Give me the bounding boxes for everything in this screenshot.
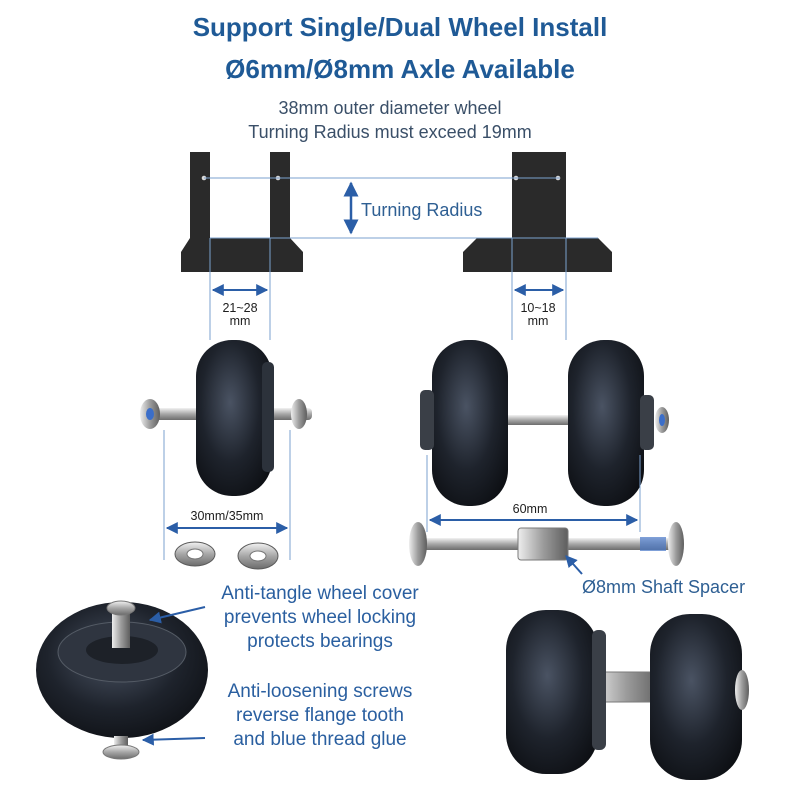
screw-callout: Anti-loosening screws reverse flange too… xyxy=(205,680,435,752)
dual-gap-value: 10~18 xyxy=(520,301,556,315)
single-wheel-assembly xyxy=(140,340,312,496)
page-subtitle-axle: Ø6mm/Ø8mm Axle Available xyxy=(225,54,575,84)
screw-line-1: Anti-loosening screws xyxy=(227,681,413,702)
screw-line-3: and blue thread glue xyxy=(233,729,407,750)
wheel-diameter-note: 38mm outer diameter wheel xyxy=(278,98,502,118)
screw-pointer xyxy=(141,733,206,746)
dual-wheel-closeup xyxy=(506,610,749,780)
turning-radius-note: Turning Radius must exceed 19mm xyxy=(248,122,532,142)
dual-gap-dimension xyxy=(511,238,567,340)
cover-line-2: prevents wheel locking xyxy=(223,607,417,628)
page-title: Support Single/Dual Wheel Install xyxy=(192,12,608,42)
single-axle-length: 30mm/35mm xyxy=(190,509,264,523)
turning-radius-dimension xyxy=(204,177,598,239)
cover-line-3: protects bearings xyxy=(247,631,393,652)
single-gap-unit: mm xyxy=(229,314,251,328)
dual-axle-dimension xyxy=(426,455,641,532)
wheel-closeup xyxy=(36,600,208,760)
screw-line-2: reverse flange tooth xyxy=(236,705,404,726)
cover-pointer xyxy=(148,606,206,624)
wheel-cover-callout: Anti-tangle wheel cover prevents wheel l… xyxy=(205,582,435,654)
single-gap-value: 21~28 xyxy=(222,301,258,315)
cover-line-1: Anti-tangle wheel cover xyxy=(221,583,419,604)
long-axle-with-spacer xyxy=(409,522,684,566)
dual-axle-length: 60mm xyxy=(512,502,548,516)
spacer-pointer xyxy=(565,555,583,575)
dual-gap-unit: mm xyxy=(527,314,549,328)
single-wheel-bracket xyxy=(181,152,303,272)
dual-wheel-assembly xyxy=(420,340,669,506)
washers xyxy=(174,541,279,570)
single-gap-dimension xyxy=(209,238,271,340)
turning-radius-label: Turning Radius xyxy=(361,200,483,220)
dual-wheel-bracket xyxy=(463,152,612,272)
single-axle-dimension xyxy=(163,430,291,560)
spacer-label: Ø8mm Shaft Spacer xyxy=(582,577,746,597)
